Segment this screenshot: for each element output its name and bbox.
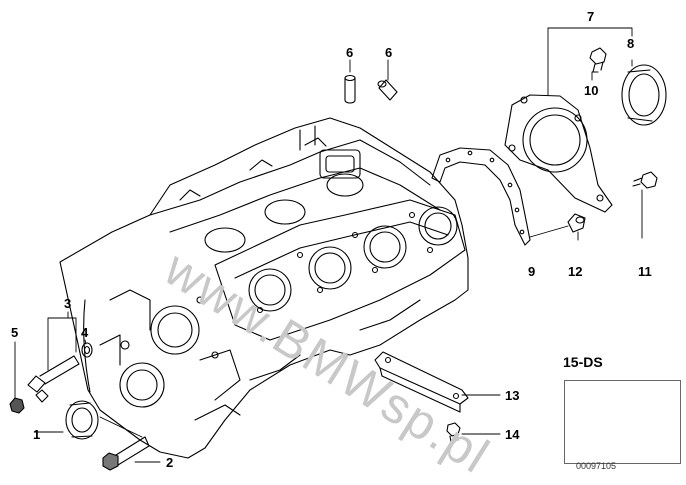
callout-12: 12 [568,264,583,279]
sleeve-6a [344,74,356,104]
bolt-11 [632,171,658,189]
seal-carrier-7 [504,94,613,213]
callout-14: 14 [505,427,520,442]
bolt-10 [589,47,607,73]
seal-ring-1 [65,400,99,440]
callout-4: 4 [81,325,89,340]
engine-block [59,117,469,459]
callout-2: 2 [166,455,174,470]
callout-8: 8 [627,36,635,51]
sleeve-12 [567,213,586,233]
gasket-9 [431,147,531,246]
washer-4 [81,342,93,358]
callout-7: 7 [587,9,595,24]
bolt-3 [27,355,80,403]
bolt-14 [446,422,461,443]
callout-13: 13 [505,388,520,403]
callout-6b: 6 [385,45,393,60]
bolt-5 [9,397,25,414]
seal-ring-8 [621,64,667,126]
callout-10: 10 [584,83,599,98]
sleeve-6b [377,79,398,101]
bolt-2 [102,436,150,471]
callout-1: 1 [33,427,41,442]
model-code-label: 15-DS [563,354,603,370]
callout-3: 3 [64,296,72,311]
callout-9: 9 [528,264,536,279]
callout-5: 5 [11,325,19,340]
image-id-label: 00097105 [576,461,617,471]
bracket-13 [374,351,469,413]
callout-11: 11 [638,264,652,279]
car-thumbnail [564,380,681,464]
callout-6a: 6 [346,45,354,60]
